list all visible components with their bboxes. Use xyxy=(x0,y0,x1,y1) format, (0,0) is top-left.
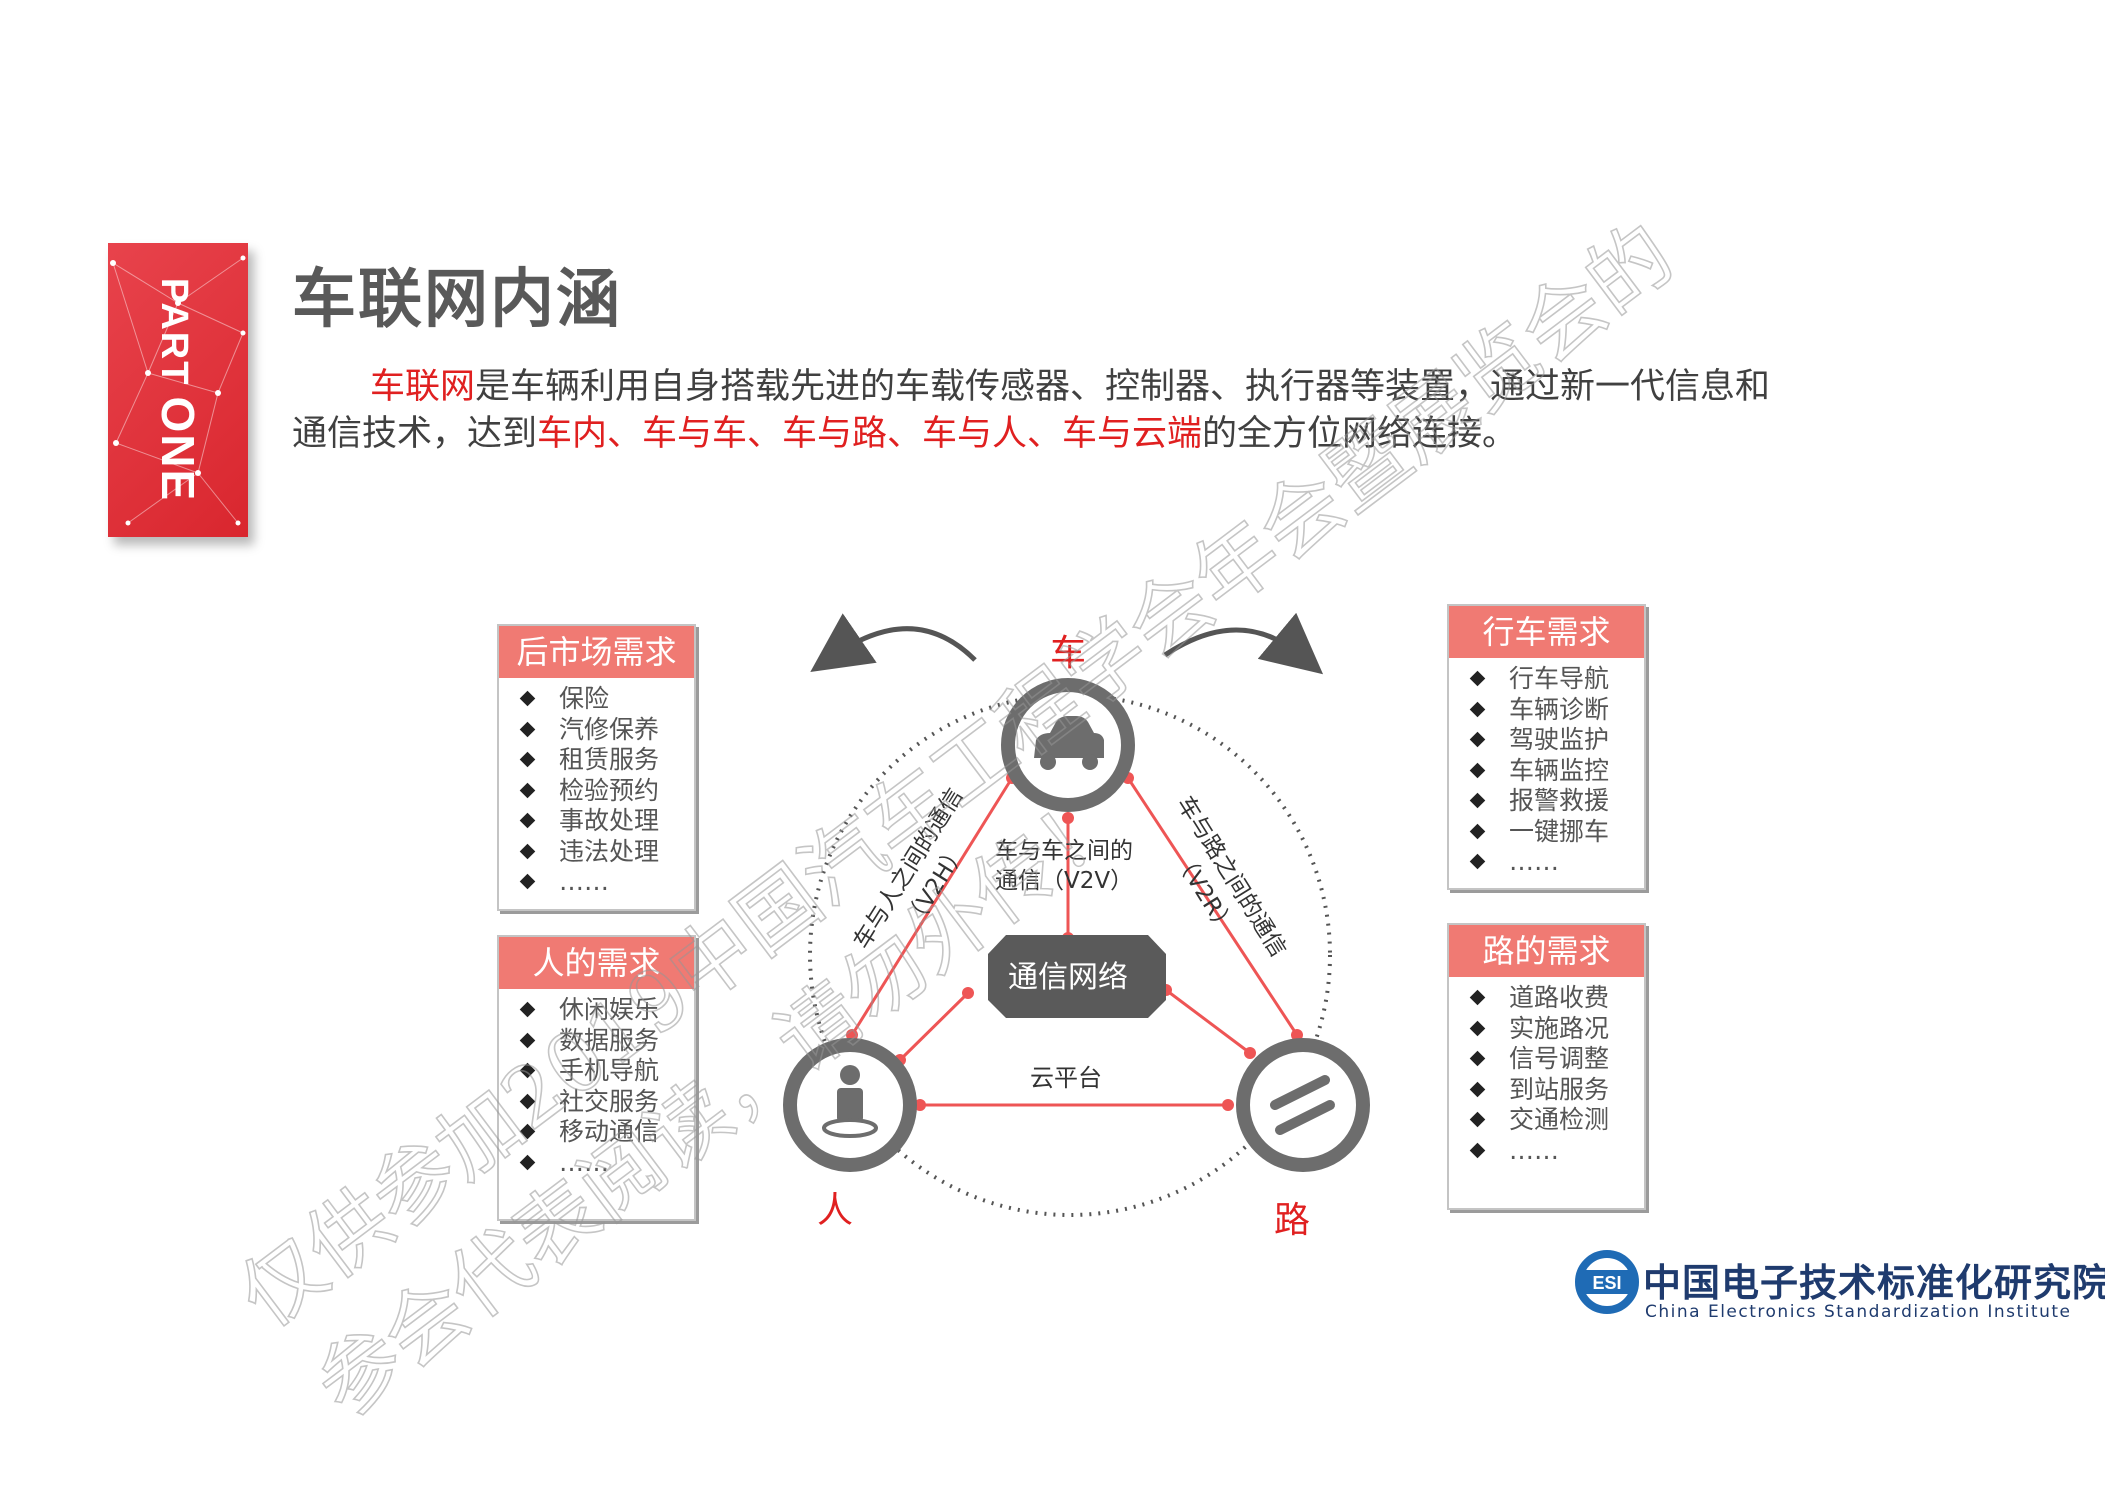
intro-highlight-2: 车内、车与车、车与路、车与人、车与云端 xyxy=(537,414,1203,454)
list-item: …… xyxy=(499,867,694,898)
list-item: 租赁服务 xyxy=(499,745,694,776)
cesi-badge-text: ESI xyxy=(1592,1273,1621,1293)
logo-english-name: China Electronics Standardization Instit… xyxy=(1645,1302,2072,1322)
car-icon xyxy=(1034,716,1104,770)
road-node xyxy=(1236,1038,1370,1172)
network-hexagon xyxy=(988,935,1166,1018)
people-needs-list: 休闲娱乐 数据服务 手机导航 社交服务 移动通信 …… xyxy=(499,995,694,1178)
intro-line-2: 通信技术，达到车内、车与车、车与路、车与人、车与云端的全方位网络连接。 xyxy=(292,411,1972,458)
list-item: 一键挪车 xyxy=(1449,817,1644,848)
intro-paragraph: 车联网是车辆利用自身搭载先进的车载传感器、控制器、执行器等装置，通过新一代信息和… xyxy=(292,364,1972,458)
cesi-logo: ESI 中国电子技术标准化研究院 China Electronics Stand… xyxy=(1575,1248,2105,1328)
list-item: 交通检测 xyxy=(1449,1105,1644,1136)
page-title: 车联网内涵 xyxy=(292,263,622,337)
cloud-label: 云平台 xyxy=(1030,1064,1102,1092)
people-needs-box: 人的需求 休闲娱乐 数据服务 手机导航 社交服务 移动通信 …… xyxy=(497,935,696,1221)
rotate-left-arrow-icon xyxy=(810,613,977,672)
list-item: 道路收费 xyxy=(1449,983,1644,1014)
list-item: 手机导航 xyxy=(499,1056,694,1087)
network-label: 通信网络 xyxy=(1008,960,1128,995)
road-label: 路 xyxy=(1274,1200,1310,1241)
road-needs-list: 道路收费 实施路况 信号调整 到站服务 交通检测 …… xyxy=(1449,983,1644,1166)
person-node xyxy=(783,1038,917,1172)
list-item: 车辆诊断 xyxy=(1449,695,1644,726)
network-pattern-icon xyxy=(110,255,246,526)
road-needs-title: 路的需求 xyxy=(1449,925,1644,977)
aftermarket-needs-box: 后市场需求 保险 汽修保养 租赁服务 检验预约 事故处理 违法处理 …… xyxy=(497,624,696,911)
list-item: 信号调整 xyxy=(1449,1044,1644,1075)
v2r-label: 车与路之间的通信 （V2R） xyxy=(1169,792,1291,962)
driving-needs-box: 行车需求 行车导航 车辆诊断 驾驶监护 车辆监控 报警救援 一键挪车 …… xyxy=(1447,604,1646,890)
intro-highlight-1: 车联网 xyxy=(370,367,476,407)
list-item: 数据服务 xyxy=(499,1026,694,1057)
list-item: 保险 xyxy=(499,684,694,715)
list-item: 检验预约 xyxy=(499,776,694,807)
v2h-label: 车与人之间的通信 （V2H） xyxy=(849,784,972,954)
aftermarket-needs-title: 后市场需求 xyxy=(499,626,694,678)
road-needs-box: 路的需求 道路收费 实施路况 信号调整 到站服务 交通检测 …… xyxy=(1447,923,1646,1210)
intro-text-2: 通信技术，达到 xyxy=(292,414,538,454)
list-item: 事故处理 xyxy=(499,806,694,837)
logo-chinese-name: 中国电子技术标准化研究院 xyxy=(1643,1261,2105,1305)
car-node xyxy=(1001,678,1135,812)
road-icon xyxy=(1270,1075,1335,1135)
list-item: 行车导航 xyxy=(1449,664,1644,695)
list-item: 到站服务 xyxy=(1449,1075,1644,1106)
list-item: 车辆监控 xyxy=(1449,756,1644,787)
intro-text-3: 的全方位网络连接。 xyxy=(1202,414,1518,454)
intro-line-1: 车联网是车辆利用自身搭载先进的车载传感器、控制器、执行器等装置，通过新一代信息和 xyxy=(292,364,1972,411)
list-item: …… xyxy=(1449,847,1644,878)
list-item: 驾驶监护 xyxy=(1449,725,1644,756)
rotate-right-arrow-icon xyxy=(1163,612,1324,675)
aftermarket-needs-list: 保险 汽修保养 租赁服务 检验预约 事故处理 违法处理 …… xyxy=(499,684,694,898)
v2v-label-line2: 通信（V2V） xyxy=(995,868,1133,894)
v2v-label-line1: 车与车之间的 xyxy=(995,838,1133,864)
cesi-logo-icon: ESI xyxy=(1575,1250,1639,1314)
list-item: 报警救援 xyxy=(1449,786,1644,817)
driving-needs-title: 行车需求 xyxy=(1449,606,1644,658)
people-needs-title: 人的需求 xyxy=(499,937,694,989)
car-label: 车 xyxy=(1050,633,1086,674)
list-item: 汽修保养 xyxy=(499,715,694,746)
link-lines xyxy=(850,777,1299,1107)
person-icon xyxy=(822,1065,878,1138)
list-item: …… xyxy=(1449,1136,1644,1167)
list-item: 社交服务 xyxy=(499,1087,694,1118)
intro-text-1: 是车辆利用自身搭载先进的车载传感器、控制器、执行器等装置，通过新一代信息和 xyxy=(475,367,1771,407)
list-item: 休闲娱乐 xyxy=(499,995,694,1026)
driving-needs-list: 行车导航 车辆诊断 驾驶监护 车辆监控 报警救援 一键挪车 …… xyxy=(1449,664,1644,878)
list-item: 移动通信 xyxy=(499,1117,694,1148)
person-label: 人 xyxy=(817,1190,853,1231)
list-item: 实施路况 xyxy=(1449,1014,1644,1045)
list-item: 违法处理 xyxy=(499,837,694,868)
part-one-badge: PARTONE xyxy=(108,243,248,537)
list-item: …… xyxy=(499,1148,694,1179)
